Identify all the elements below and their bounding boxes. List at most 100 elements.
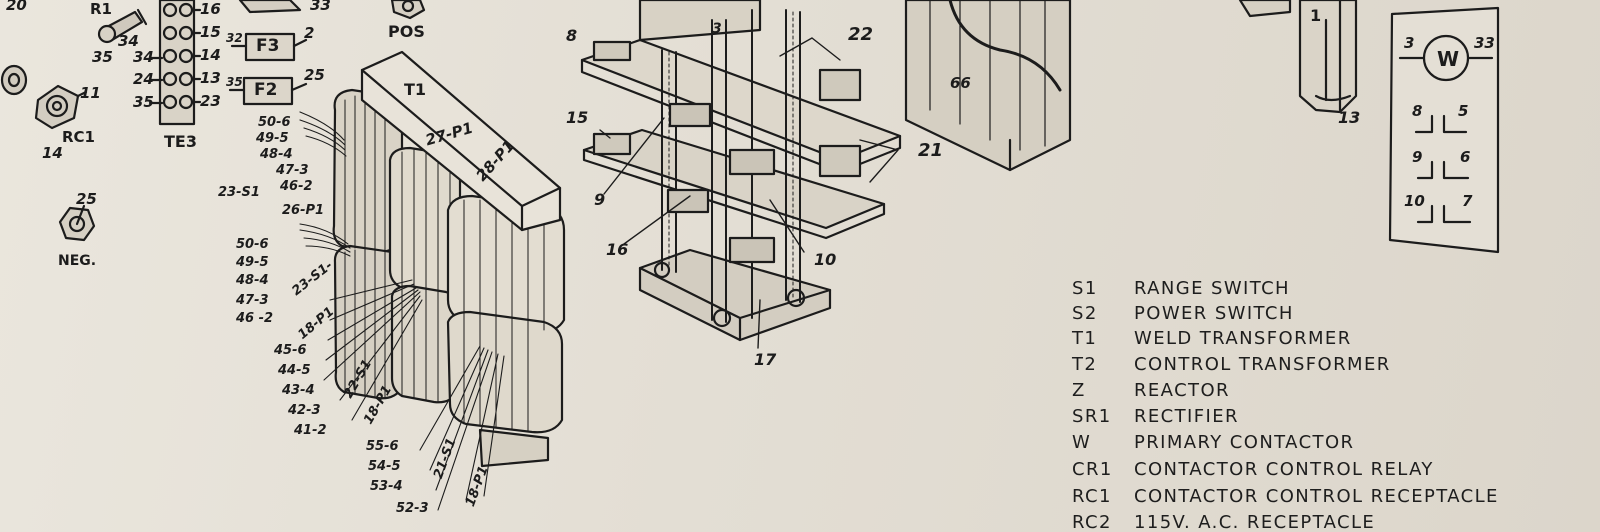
legend-text: CONTACTOR CONTROL RECEPTACLE xyxy=(1134,486,1499,507)
box-label-33: 33 xyxy=(1474,34,1495,52)
resistor-r1-shape xyxy=(97,8,148,44)
part-label-34a: 34 xyxy=(118,32,139,50)
wire-label-48-4b: 48-4 xyxy=(236,273,269,288)
legend-row: W PRIMARY CONTACTOR xyxy=(1072,432,1354,453)
wire-label-41-2: 41-2 xyxy=(294,423,327,438)
wire-label-47-3b: 47-3 xyxy=(236,293,269,308)
box-label-9: 9 xyxy=(1412,148,1423,166)
wire-label-43-4: 43-4 xyxy=(282,383,315,398)
legend-row: RC2 115V. A.C. RECEPTACLE xyxy=(1072,512,1375,532)
fuse-label-32: 32 xyxy=(226,31,243,45)
neg-terminal-shape xyxy=(58,204,96,242)
part-label-20: 20 xyxy=(6,0,27,14)
callout-3: 3 xyxy=(712,21,722,37)
fuse-f2-shape xyxy=(228,76,308,106)
te-label-24: 24 xyxy=(133,70,154,88)
callout-66: 66 xyxy=(950,74,971,92)
wire-label-26-p1: 26-P1 xyxy=(282,203,325,218)
legend-text: 115V. A.C. RECEPTACLE xyxy=(1134,512,1376,532)
legend-code: S1 xyxy=(1072,278,1098,299)
te-label-14: 14 xyxy=(200,46,221,64)
receptacle-rc1-shape xyxy=(34,84,88,130)
part-label-14a: 14 xyxy=(42,144,63,162)
legend-code: RC2 xyxy=(1072,512,1112,532)
te-label-16: 16 xyxy=(200,0,221,18)
legend-text: REACTOR xyxy=(1134,380,1230,401)
legend-row: T2 CONTROL TRANSFORMER xyxy=(1072,354,1391,375)
wire-label-54-5: 54-5 xyxy=(368,459,401,474)
transformer-t1-label: T1 xyxy=(404,80,427,99)
wire-label-49-5b: 49-5 xyxy=(236,255,269,270)
callout-1: 1 xyxy=(1310,6,1322,25)
contactor-assembly-shape xyxy=(580,0,902,349)
callout-15: 15 xyxy=(566,108,589,127)
fuse-f3-shape xyxy=(230,0,308,62)
terminal-strip-label: TE3 xyxy=(164,132,197,151)
legend-text: RECTIFIER xyxy=(1134,406,1239,427)
wire-label-49-5a: 49-5 xyxy=(256,131,289,146)
legend-code: W xyxy=(1072,432,1092,453)
reactor-shape xyxy=(904,0,1072,172)
te-label-13: 13 xyxy=(200,69,221,87)
legend-text: PRIMARY CONTACTOR xyxy=(1134,432,1355,453)
box-label-8: 8 xyxy=(1412,102,1423,120)
wire-label-45-6: 45-6 xyxy=(274,343,307,358)
legend-row: CR1 CONTACTOR CONTROL RELAY xyxy=(1072,459,1434,480)
box-label-10: 10 xyxy=(1404,192,1425,210)
callout-8: 8 xyxy=(566,26,578,45)
legend-text: CONTACTOR CONTROL RELAY xyxy=(1134,459,1434,480)
box-label-3: 3 xyxy=(1404,34,1415,52)
te-label-15: 15 xyxy=(200,23,221,41)
wire-label-42-3: 42-3 xyxy=(288,403,321,418)
legend-text: WELD TRANSFORMER xyxy=(1134,328,1352,349)
wire-label-46-2b: 46 -2 xyxy=(236,311,274,326)
wire-label-44-5: 44-5 xyxy=(278,363,311,378)
part-label-25a: 25 xyxy=(76,190,97,208)
fuse-f2-label: F2 xyxy=(254,80,278,100)
te-label-34: 34 xyxy=(133,48,154,66)
box-label-7: 7 xyxy=(1462,192,1473,210)
part-label-11: 11 xyxy=(80,84,101,102)
wire-label-53-4: 53-4 xyxy=(370,479,403,494)
legend-text: CONTROL TRANSFORMER xyxy=(1134,354,1391,375)
callout-10: 10 xyxy=(814,250,837,269)
legend-text: RANGE SWITCH xyxy=(1134,278,1290,299)
legend-row: RC1 CONTACTOR CONTROL RECEPTACLE xyxy=(1072,486,1499,507)
neg-label: NEG. xyxy=(58,253,97,269)
fuse-label-25b: 25 xyxy=(304,66,325,84)
part-label-35a: 35 xyxy=(92,48,113,66)
callout-17: 17 xyxy=(754,350,777,369)
fuse-label-33a: 33 xyxy=(310,0,331,14)
schematic-box-w xyxy=(1388,6,1500,254)
legend-text: POWER SWITCH xyxy=(1134,303,1294,324)
callout-13: 13 xyxy=(1338,108,1361,127)
part-label-rc1: RC1 xyxy=(62,128,95,146)
legend-code: CR1 xyxy=(1072,459,1113,480)
wire-label-50-6a: 50-6 xyxy=(258,115,291,130)
wire-label-52-3: 52-3 xyxy=(396,501,429,516)
legend-code: T2 xyxy=(1072,354,1098,375)
box-label-6: 6 xyxy=(1460,148,1471,166)
callout-22: 22 xyxy=(848,24,874,45)
fuse-label-2: 2 xyxy=(304,24,315,42)
callout-16: 16 xyxy=(606,240,629,259)
wire-label-46-2a: 46-2 xyxy=(280,179,313,194)
box-label-5: 5 xyxy=(1458,102,1469,120)
callout-21: 21 xyxy=(918,140,944,161)
transformer-t1-shape xyxy=(299,50,566,511)
te-label-23: 23 xyxy=(200,92,221,110)
legend-row: S1 RANGE SWITCH xyxy=(1072,278,1290,299)
fuse-shape-left xyxy=(0,64,28,96)
box-label-w: W xyxy=(1437,47,1460,71)
legend-code: SR1 xyxy=(1072,406,1112,427)
te-label-35: 35 xyxy=(133,93,154,111)
legend-code: RC1 xyxy=(1072,486,1112,507)
fuse-label-35b: 35 xyxy=(226,75,243,89)
pos-label: POS xyxy=(388,22,425,41)
wire-label-55-6: 55-6 xyxy=(366,439,399,454)
wire-label-47-3a: 47-3 xyxy=(276,163,309,178)
